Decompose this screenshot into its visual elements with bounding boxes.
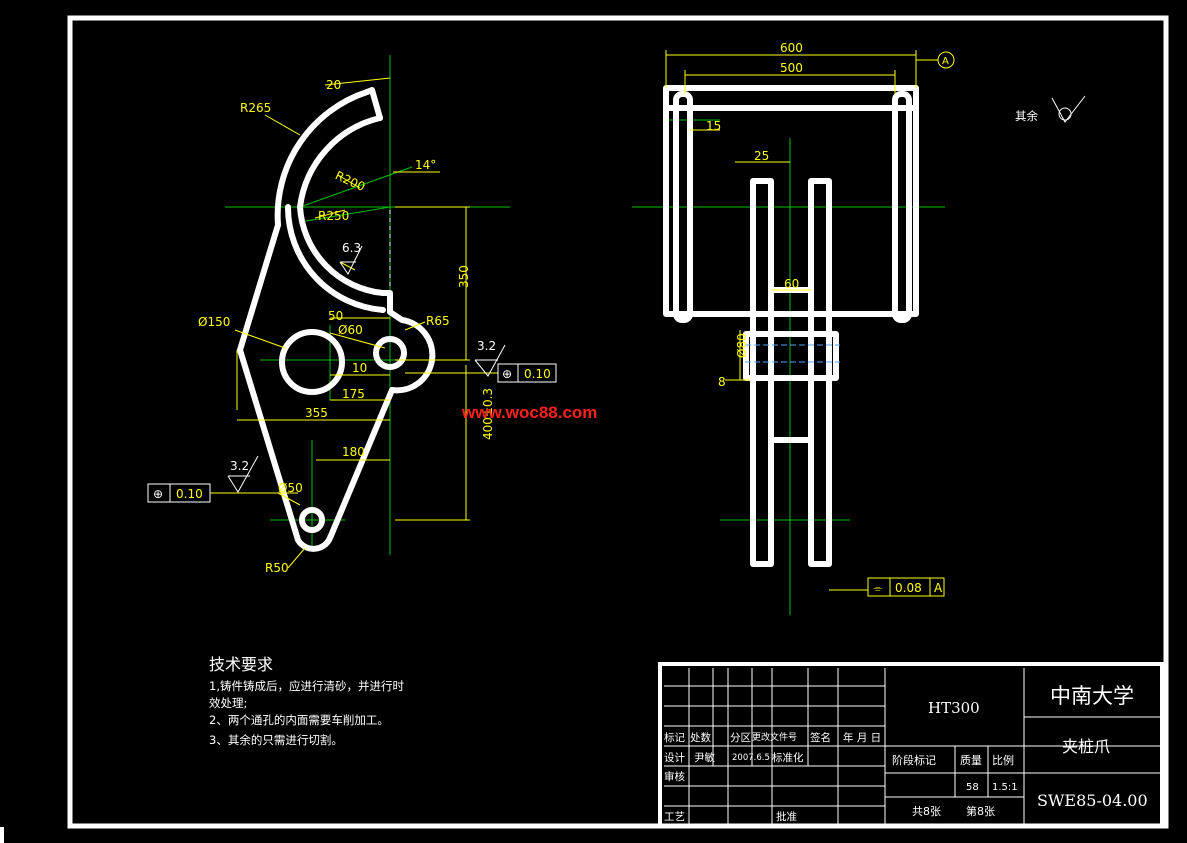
tolerance-symbol-left: ⊕	[153, 487, 163, 501]
title-block	[658, 662, 1164, 828]
tolerance-value-right: 0.10	[524, 367, 551, 381]
dim-15: 15	[706, 119, 721, 133]
dim-350: 350	[457, 265, 471, 288]
header-zone: 分区	[730, 732, 751, 744]
flatness-datum: A	[934, 581, 943, 595]
roughness-3-2-a: 3.2	[477, 339, 496, 353]
dim-8: 8	[718, 375, 726, 389]
dim-phi80: Ø80	[735, 333, 749, 358]
dim-r250: R250	[318, 209, 349, 223]
dim-r65: R65	[426, 314, 450, 328]
sheets-total: 共8张	[912, 805, 941, 818]
outer-border	[67, 15, 1169, 829]
part-name: 夹桩爪	[1062, 737, 1110, 756]
mass-label: 质量	[960, 754, 982, 767]
dim-r200: R200	[333, 168, 367, 194]
dim-175: 175	[342, 387, 365, 401]
tolerance-value-left: 0.10	[176, 487, 203, 501]
standard-label: 标准化	[772, 751, 804, 764]
side-view: 600 500 15 25 60 Ø80 8 A ⌯ 0.08 A	[632, 41, 955, 615]
roughness-symbol-icon	[1051, 95, 1086, 123]
dim-20: 20	[326, 78, 341, 92]
dim-phi150: Ø150	[198, 315, 230, 329]
header-sign: 签名	[810, 731, 831, 744]
header-count: 处数	[690, 731, 711, 744]
tech-line-4: 3、其余的只需进行切割。	[209, 733, 343, 747]
dim-60: 60	[784, 277, 799, 291]
front-view: 20 R265 R200 14° R250 6.3 350 50 Ø60 R65…	[147, 55, 557, 575]
dim-phi50: Ø50	[278, 481, 303, 495]
dim-500: 500	[780, 61, 803, 75]
tech-line-3: 2、两个通孔的内面需要车削加工。	[209, 713, 389, 727]
dim-355: 355	[305, 406, 328, 420]
dim-600: 600	[780, 41, 803, 55]
design-label: 设计	[664, 751, 685, 764]
header-doc: 更改文件号	[752, 731, 797, 743]
dim-180: 180	[342, 445, 365, 459]
process-label: 工艺	[664, 811, 685, 823]
tech-line-1: 1,铸件铸成后，应进行清砂，并进行时	[209, 679, 404, 693]
design-date: 2007.6.5	[732, 753, 770, 763]
dim-angle: 14°	[415, 158, 436, 172]
drawing-number: SWE85-04.00	[1037, 791, 1148, 810]
header-mark: 标记	[664, 732, 685, 744]
corner-mark-left	[0, 827, 4, 843]
dim-10: 10	[352, 361, 367, 375]
flatness-value: 0.08	[895, 581, 922, 595]
sheet-number: 第8张	[966, 804, 995, 818]
roughness-3-2-b: 3.2	[230, 459, 249, 473]
approve-label: 批准	[776, 810, 797, 823]
mass-value: 58	[966, 782, 979, 793]
dim-r50: R50	[265, 561, 289, 575]
tolerance-symbol-right: ⊕	[502, 367, 512, 381]
school-name: 中南大学	[1050, 684, 1134, 708]
dim-400: 400±0.3	[481, 388, 495, 440]
material-label: HT300	[928, 699, 980, 717]
header-date: 年 月 日	[843, 731, 881, 744]
scale-label: 比例	[992, 753, 1014, 767]
datum-a-label: A	[942, 56, 949, 67]
dim-25: 25	[754, 149, 769, 163]
designer-name: 尹敏	[694, 751, 715, 764]
dim-r265: R265	[240, 101, 271, 115]
flatness-symbol: ⌯	[873, 581, 883, 595]
tech-line-2: 效处理;	[209, 696, 247, 710]
tech-requirements-title: 技术要求	[209, 655, 273, 674]
dim-50: 50	[328, 309, 343, 323]
scale-value: 1.5:1	[992, 782, 1018, 793]
watermark: www.woc88.com	[461, 403, 597, 422]
stage-label: 阶段标记	[892, 753, 936, 767]
other-roughness-label: 其余	[1015, 109, 1038, 123]
dim-phi60: Ø60	[338, 323, 363, 337]
roughness-6-3: 6.3	[342, 241, 361, 255]
review-label: 审核	[664, 770, 685, 783]
